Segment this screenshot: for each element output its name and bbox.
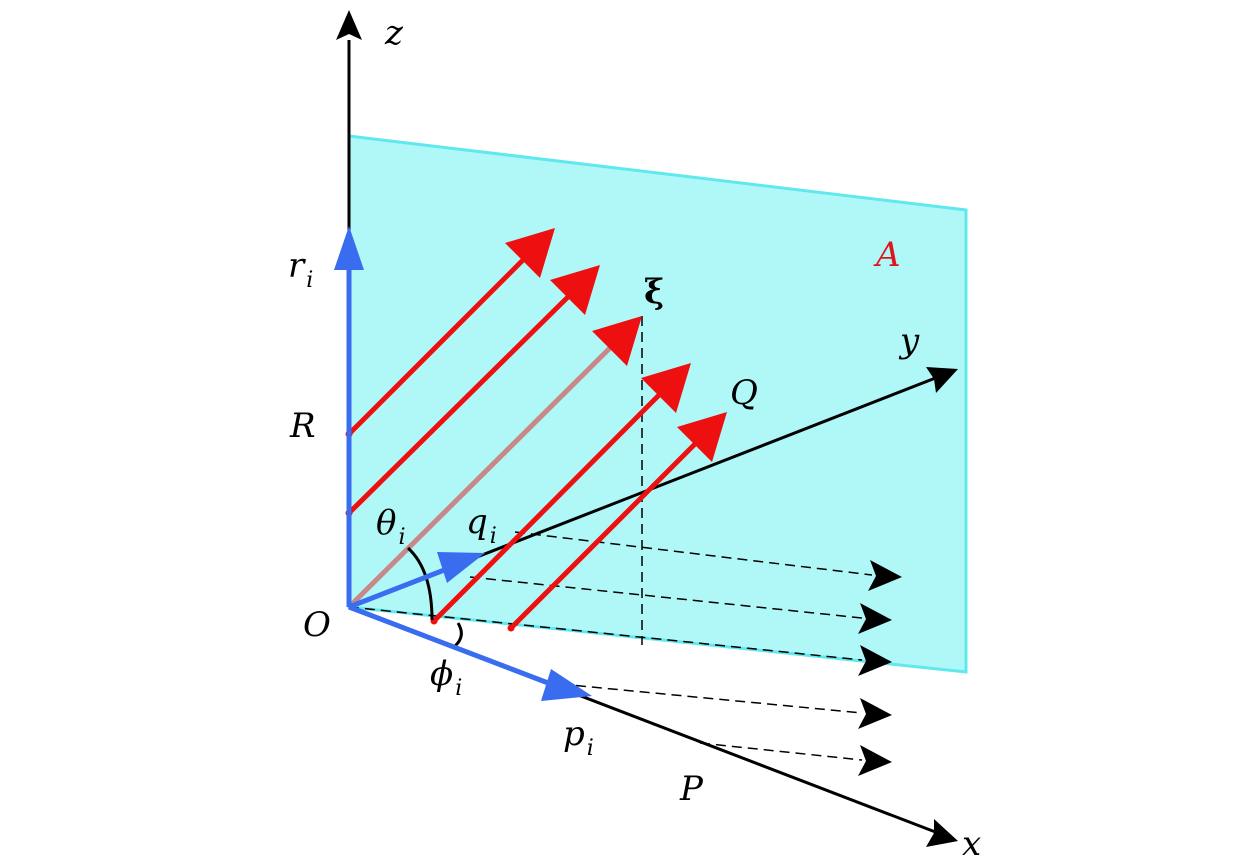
vector-r-arrowhead	[334, 226, 364, 270]
label-r: R	[289, 406, 316, 446]
ray-3-arrowhead	[641, 363, 691, 413]
z-axis-arrowhead	[336, 10, 362, 40]
projection-arrowheads	[858, 560, 902, 776]
ray-q-arrowhead	[677, 412, 727, 462]
label-p: P	[679, 769, 704, 809]
label-theta-i-sub: i	[398, 525, 405, 550]
vector-q-arrowhead	[437, 552, 485, 583]
dashed-line-5	[699, 742, 863, 761]
vector-p-shaft	[348, 604, 557, 689]
ray-xi-arrowhead	[592, 316, 642, 366]
label-z: z	[384, 13, 404, 53]
label-theta-i-base: θ	[376, 503, 396, 543]
label-y: y	[898, 321, 920, 361]
ray-q	[509, 435, 704, 630]
projection-lines	[348, 316, 873, 761]
dashed-line-3	[348, 606, 863, 661]
label-q-i-base: q	[466, 502, 488, 542]
label-x: x	[962, 824, 981, 864]
ray-2-arrowhead	[550, 265, 600, 315]
dash-arrowhead-2	[858, 603, 892, 634]
ray-xi	[347, 339, 619, 609]
label-p-i-sub: i	[587, 736, 594, 761]
label-origin: O	[303, 605, 331, 645]
label-phi-i-sub: i	[455, 676, 462, 701]
red-rays	[347, 251, 704, 630]
unit-vectors	[334, 226, 592, 701]
dash-arrowhead-5	[858, 745, 892, 776]
dashed-line-4	[559, 683, 863, 714]
phi-arc	[453, 622, 463, 648]
vector-q-shaft	[348, 564, 453, 610]
label-phi-i: ϕi	[430, 654, 462, 701]
y-axis-arrowhead	[926, 367, 958, 393]
label-r-i-base: r	[288, 246, 306, 286]
dashed-line-2	[469, 576, 863, 619]
ray-from-r-arrowhead	[505, 228, 555, 278]
ray-3	[432, 386, 668, 623]
vector-p-arrowhead	[541, 669, 592, 701]
dash-arrowhead-1	[868, 560, 902, 591]
label-phi-i-base: ϕ	[430, 654, 453, 694]
label-q: Q	[730, 373, 758, 413]
plane-a	[347, 134, 968, 674]
label-xi: ξ	[644, 272, 664, 312]
dash-arrowhead-4	[858, 698, 892, 729]
label-r-i: ri	[288, 246, 313, 293]
label-plane-a: A	[873, 235, 901, 275]
label-p-i-base: p	[563, 714, 585, 754]
label-p-i: pi	[563, 714, 594, 761]
label-q-i: qi	[466, 502, 497, 549]
label-r-i-sub: i	[306, 268, 313, 293]
ray-origin-4	[507, 624, 515, 632]
ray-2	[347, 288, 577, 515]
red-ray-arrowheads	[505, 228, 727, 462]
label-q-i-sub: i	[490, 524, 497, 549]
ray-from-r	[347, 251, 532, 436]
dashed-line-1	[514, 531, 873, 576]
x-axis-arrowhead	[926, 819, 958, 847]
dash-arrowhead-3	[858, 645, 892, 676]
label-theta-i: θi	[376, 503, 406, 550]
